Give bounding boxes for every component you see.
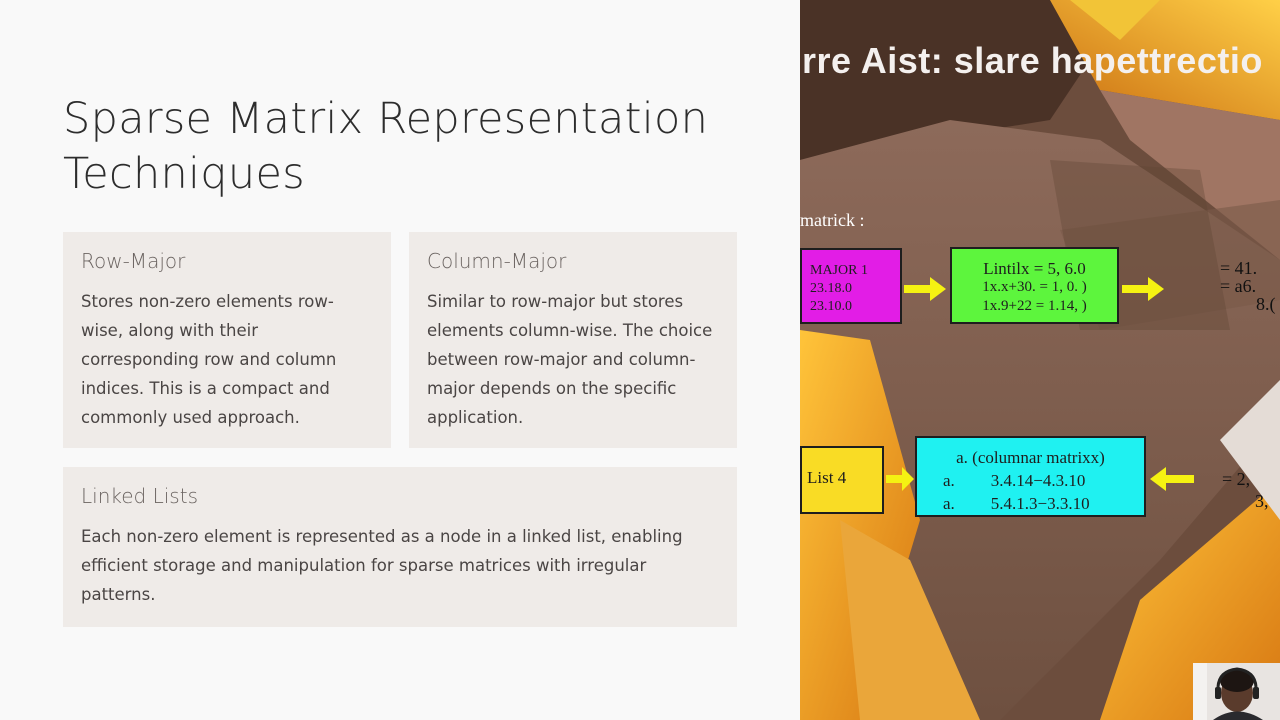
- image-heading: rre Aist: slare hapettrectio: [802, 40, 1263, 81]
- box-line-prefix: a.: [943, 471, 955, 490]
- arrow-right-icon: [904, 277, 946, 301]
- presenter-avatar: [1193, 663, 1280, 720]
- card-body: Stores non-zero elements row-wise, along…: [81, 292, 337, 427]
- illustration-background: [800, 0, 1280, 720]
- value-line: 8.(: [1256, 294, 1276, 314]
- box-line: List 4: [807, 468, 847, 487]
- slide-content: Sparse Matrix Representation Techniques …: [63, 92, 763, 627]
- value-line: 3,: [1255, 491, 1269, 511]
- box-line: a. 5.4.1.3−3.3.10: [917, 492, 1144, 515]
- box-line: 1x.x+30. = 1, 0. ): [982, 279, 1087, 295]
- card-row-major: Row-Major Stores non-zero elements row-w…: [63, 232, 391, 448]
- arrow-right-icon: [1122, 277, 1164, 301]
- card-linked-lists: Linked Lists Each non-zero element is re…: [63, 467, 737, 627]
- box-line: a. (columnar matrixx): [956, 448, 1105, 467]
- green-box: Lintilx = 5, 6.0 1x.x+30. = 1, 0. ) 1x.9…: [950, 247, 1119, 324]
- magenta-box: MAJOR 1 23.18.0 23.10.0: [800, 248, 902, 324]
- card-body: Similar to row-major but stores elements…: [427, 292, 713, 427]
- value-line: = 2,: [1222, 469, 1251, 489]
- page-title: Sparse Matrix Representation Techniques: [63, 92, 763, 202]
- yellow-box: List 4: [800, 446, 884, 514]
- card-title: Column-Major: [427, 249, 567, 273]
- card-column-major: Column-Major Similar to row-major but st…: [409, 232, 737, 448]
- box-line-value: 5.4.1.3−3.3.10: [990, 494, 1090, 513]
- card-body: Each non-zero element is represented as …: [81, 527, 683, 604]
- right-values-bottom: = 2, 3,: [1222, 468, 1269, 512]
- arrow-left-icon: [1150, 467, 1194, 491]
- illustration-image: rre Aist: slare hapettrectio matrick : M…: [800, 0, 1280, 720]
- card-title: Linked Lists: [81, 484, 198, 508]
- box-line-prefix: a.: [943, 494, 955, 513]
- card-title: Row-Major: [81, 249, 186, 273]
- box-line: MAJOR 1: [810, 263, 868, 278]
- box-line: 23.10.0: [810, 299, 852, 314]
- value-line: = 41.: [1220, 258, 1258, 278]
- box-line: Lintilx = 5, 6.0: [983, 259, 1086, 278]
- webcam-overlay: [1193, 663, 1280, 720]
- arrow-right-icon: [886, 467, 914, 491]
- cyan-box: a. (columnar matrixx) a. 3.4.14−4.3.10 a.…: [915, 436, 1146, 517]
- image-sublabel: matrick :: [800, 210, 865, 230]
- box-line: a. 3.4.14−4.3.10: [917, 469, 1144, 492]
- box-line: 1x.9+22 = 1.14, ): [982, 298, 1087, 314]
- value-line: = a6.: [1220, 276, 1257, 296]
- right-values-top: = 41. = a6. 8.(: [1220, 259, 1276, 313]
- page-title-line-1: Sparse Matrix Representation: [63, 94, 709, 144]
- page-title-line-2: Techniques: [63, 149, 305, 199]
- box-line: 23.18.0: [810, 281, 852, 296]
- box-line-value: 3.4.14−4.3.10: [990, 471, 1086, 490]
